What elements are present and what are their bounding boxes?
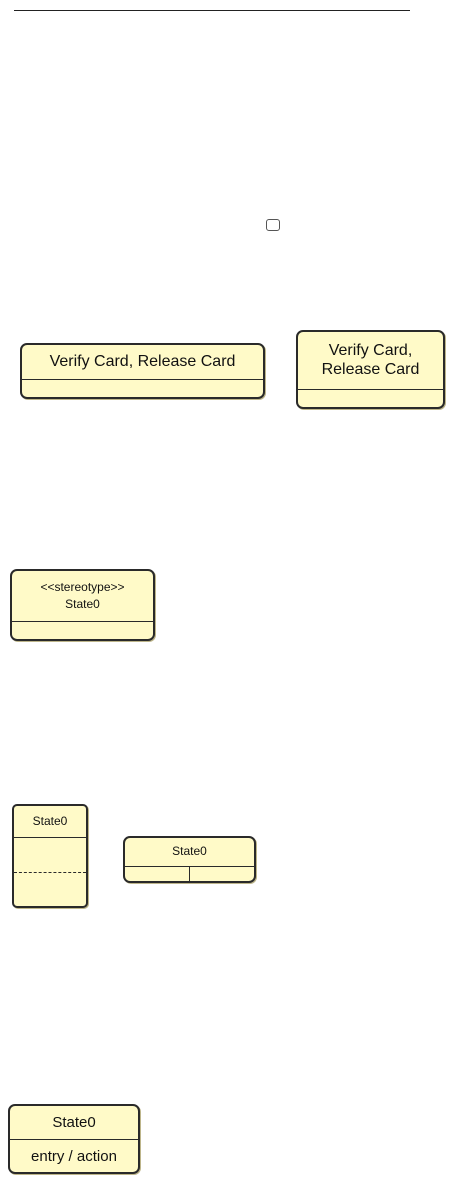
top-divider-line xyxy=(14,10,410,11)
state-name: State0 xyxy=(10,1106,138,1140)
state-verify-card-wide[interactable]: Verify Card, Release Card xyxy=(20,343,265,399)
region-compartment xyxy=(125,867,254,881)
state-name: Verify Card, Release Card xyxy=(298,332,443,390)
internal-action: entry / action xyxy=(31,1147,117,1165)
state-vertical-regions[interactable]: State0 xyxy=(12,804,88,908)
region-separator xyxy=(189,867,190,881)
state-with-entry-action[interactable]: State0 entry / action xyxy=(8,1104,140,1174)
state-name: Verify Card, Release Card xyxy=(22,345,263,380)
state-name: State0 xyxy=(125,838,254,867)
state-stereotyped[interactable]: <<stereotype>> State0 xyxy=(10,569,155,641)
collapsed-state-icon[interactable] xyxy=(266,219,280,231)
stereotype-label: <<stereotype>> xyxy=(40,579,125,594)
region-compartment xyxy=(14,838,86,906)
state-header: <<stereotype>> State0 xyxy=(12,571,153,622)
state-verify-card-narrow[interactable]: Verify Card, Release Card xyxy=(296,330,445,409)
state-name: State0 xyxy=(14,806,86,838)
region-separator xyxy=(14,872,86,873)
state-horizontal-regions[interactable]: State0 xyxy=(123,836,256,883)
state-internal-compartment xyxy=(298,390,443,407)
state-internal-compartment xyxy=(22,380,263,397)
state-name: State0 xyxy=(65,596,100,611)
state-internal-compartment xyxy=(12,622,153,639)
